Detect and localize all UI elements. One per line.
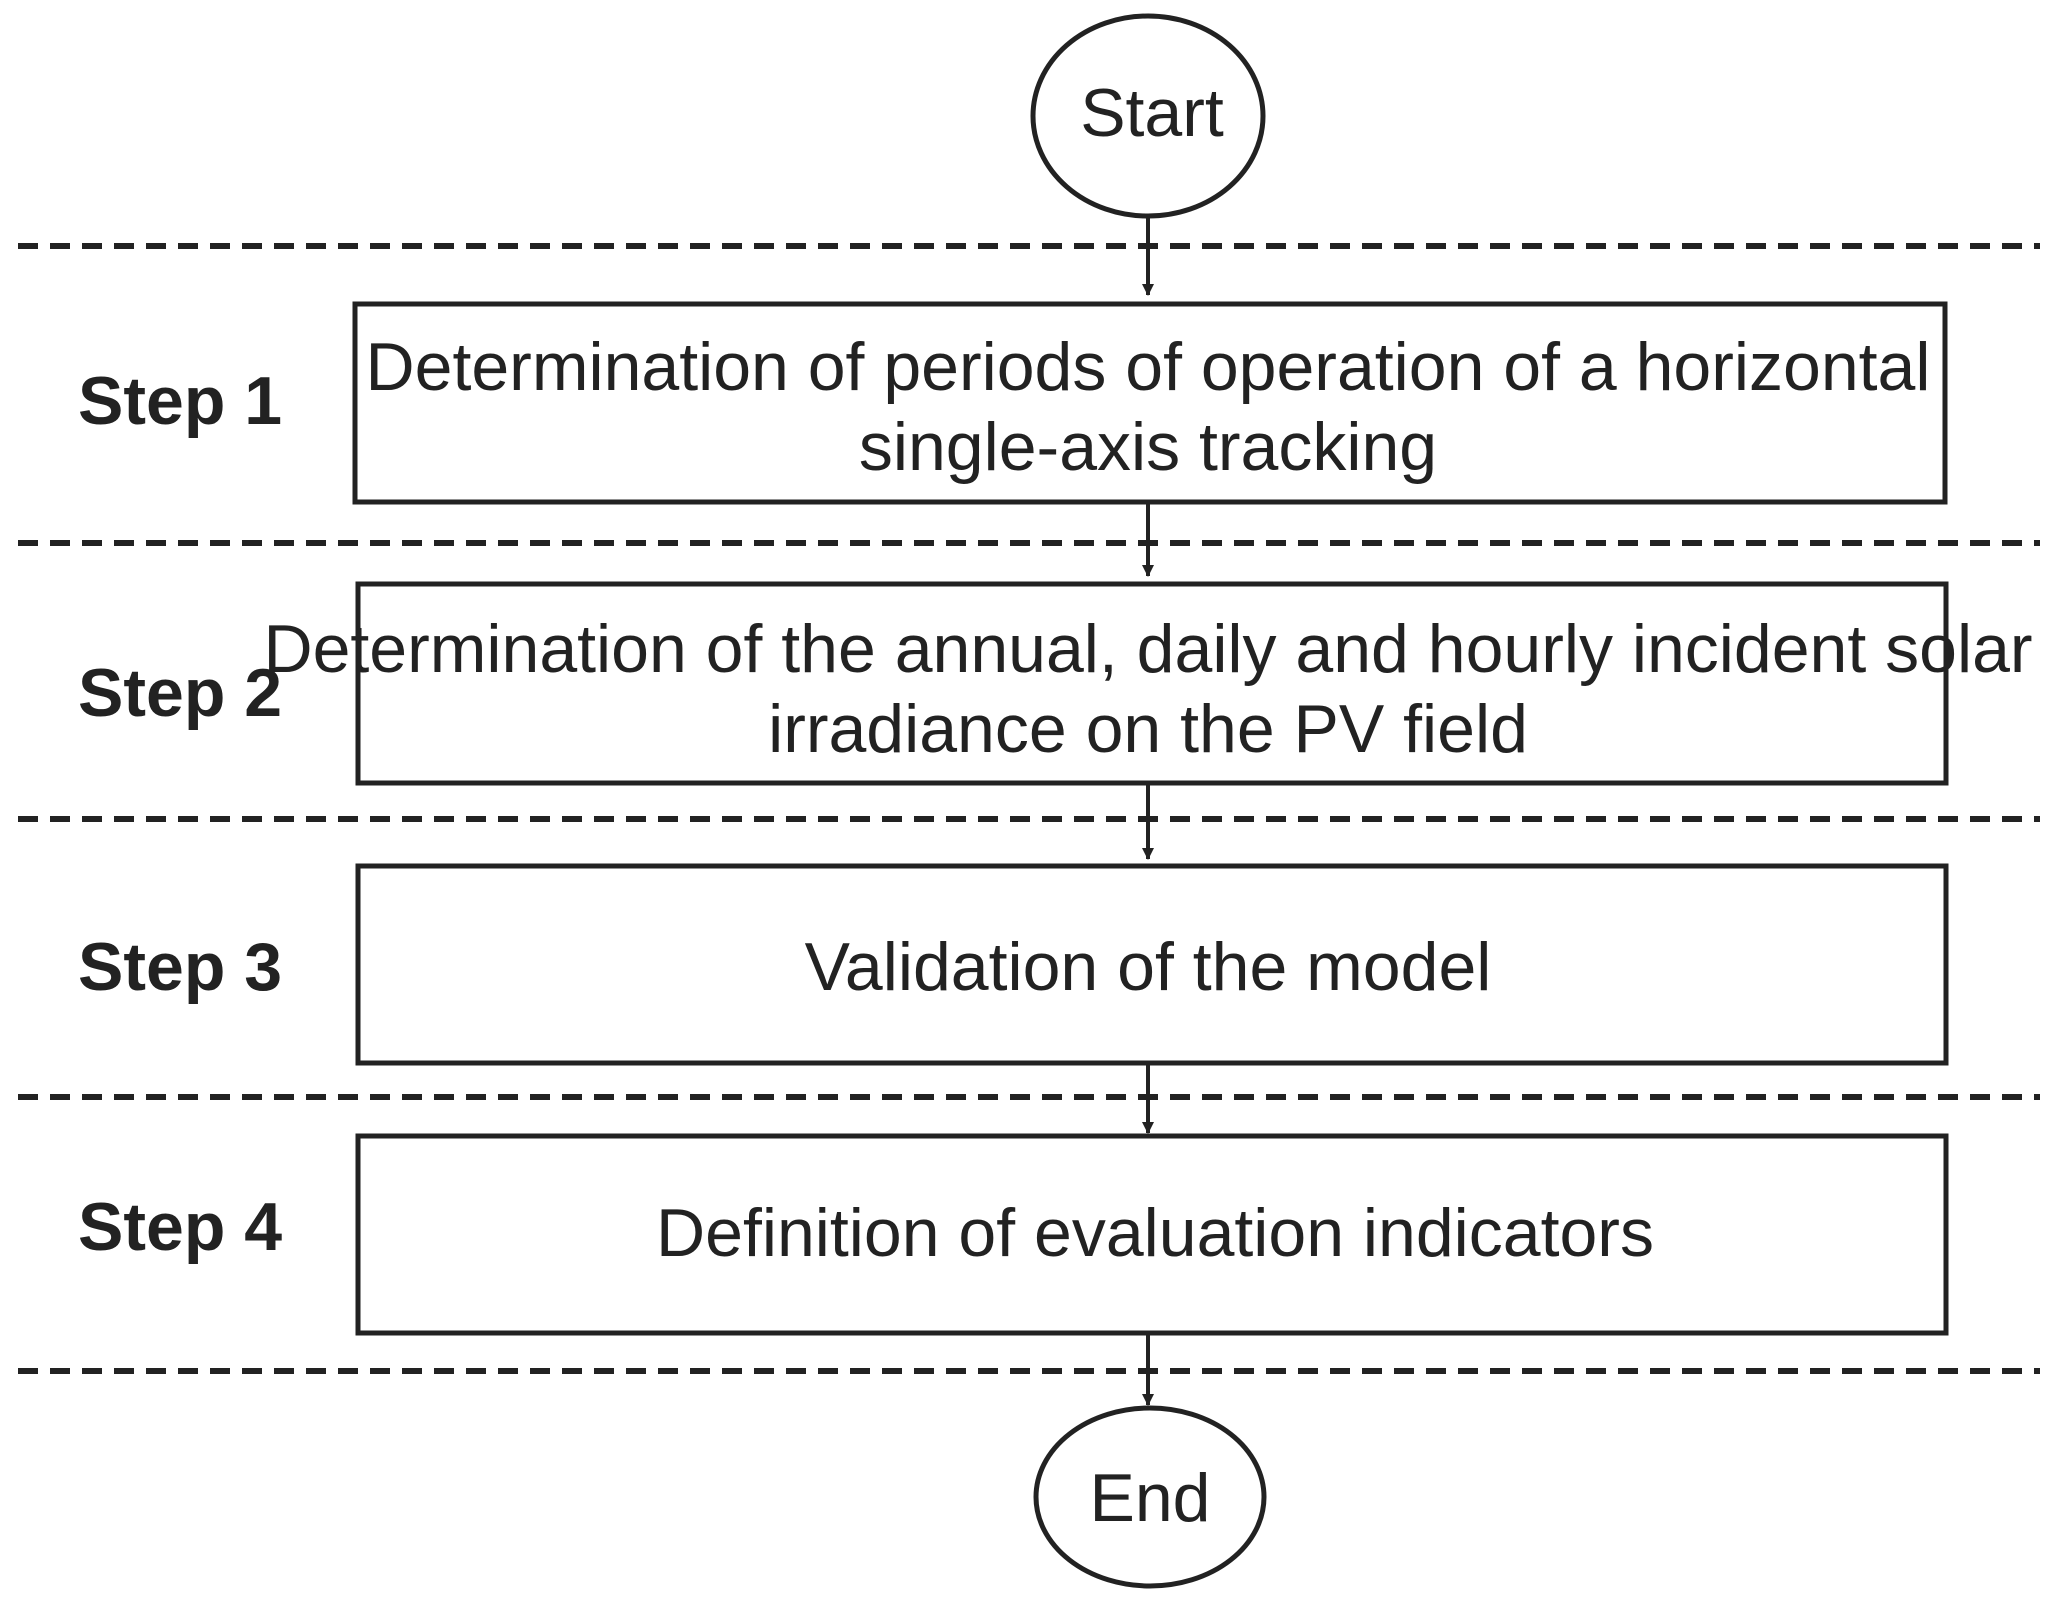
end-label: End: [1090, 1460, 1211, 1536]
end-ellipse: [1033, 1405, 1267, 1589]
step-3-label: Step 3: [78, 929, 282, 1005]
step-3-box: [355, 863, 1949, 1066]
start-label: Start: [1080, 75, 1224, 151]
step-2-text-line-1: Determination of the annual, daily and h…: [263, 611, 2032, 687]
step-4-box: [355, 1133, 1949, 1336]
start-terminal: Start: [1030, 13, 1266, 219]
step-1-label: Step 1: [78, 363, 282, 439]
step-1-text-line-2: single-axis tracking: [859, 409, 1437, 485]
step-1-box: [352, 301, 1948, 505]
step-2: Step 2 Determination of the annual, dail…: [78, 581, 2033, 786]
step-4: Step 4 Definition of evaluation indicato…: [78, 1133, 1949, 1336]
separators: [18, 243, 2040, 1374]
step-2-box: [355, 581, 1949, 786]
step-2-text-line-2: irradiance on the PV field: [768, 691, 1528, 767]
step-1: Step 1 Determination of periods of opera…: [78, 301, 1948, 505]
end-terminal: End: [1033, 1405, 1267, 1589]
step-3: Step 3 Validation of the model: [78, 863, 1949, 1066]
step-1-text-line-1: Determination of periods of operation of…: [366, 329, 1931, 405]
start-ellipse: [1030, 13, 1266, 219]
step-2-label: Step 2: [78, 655, 282, 731]
step-3-text-line-1: Validation of the model: [805, 929, 1492, 1005]
step-4-text-line-1: Definition of evaluation indicators: [656, 1195, 1654, 1271]
step-4-label: Step 4: [78, 1189, 282, 1265]
